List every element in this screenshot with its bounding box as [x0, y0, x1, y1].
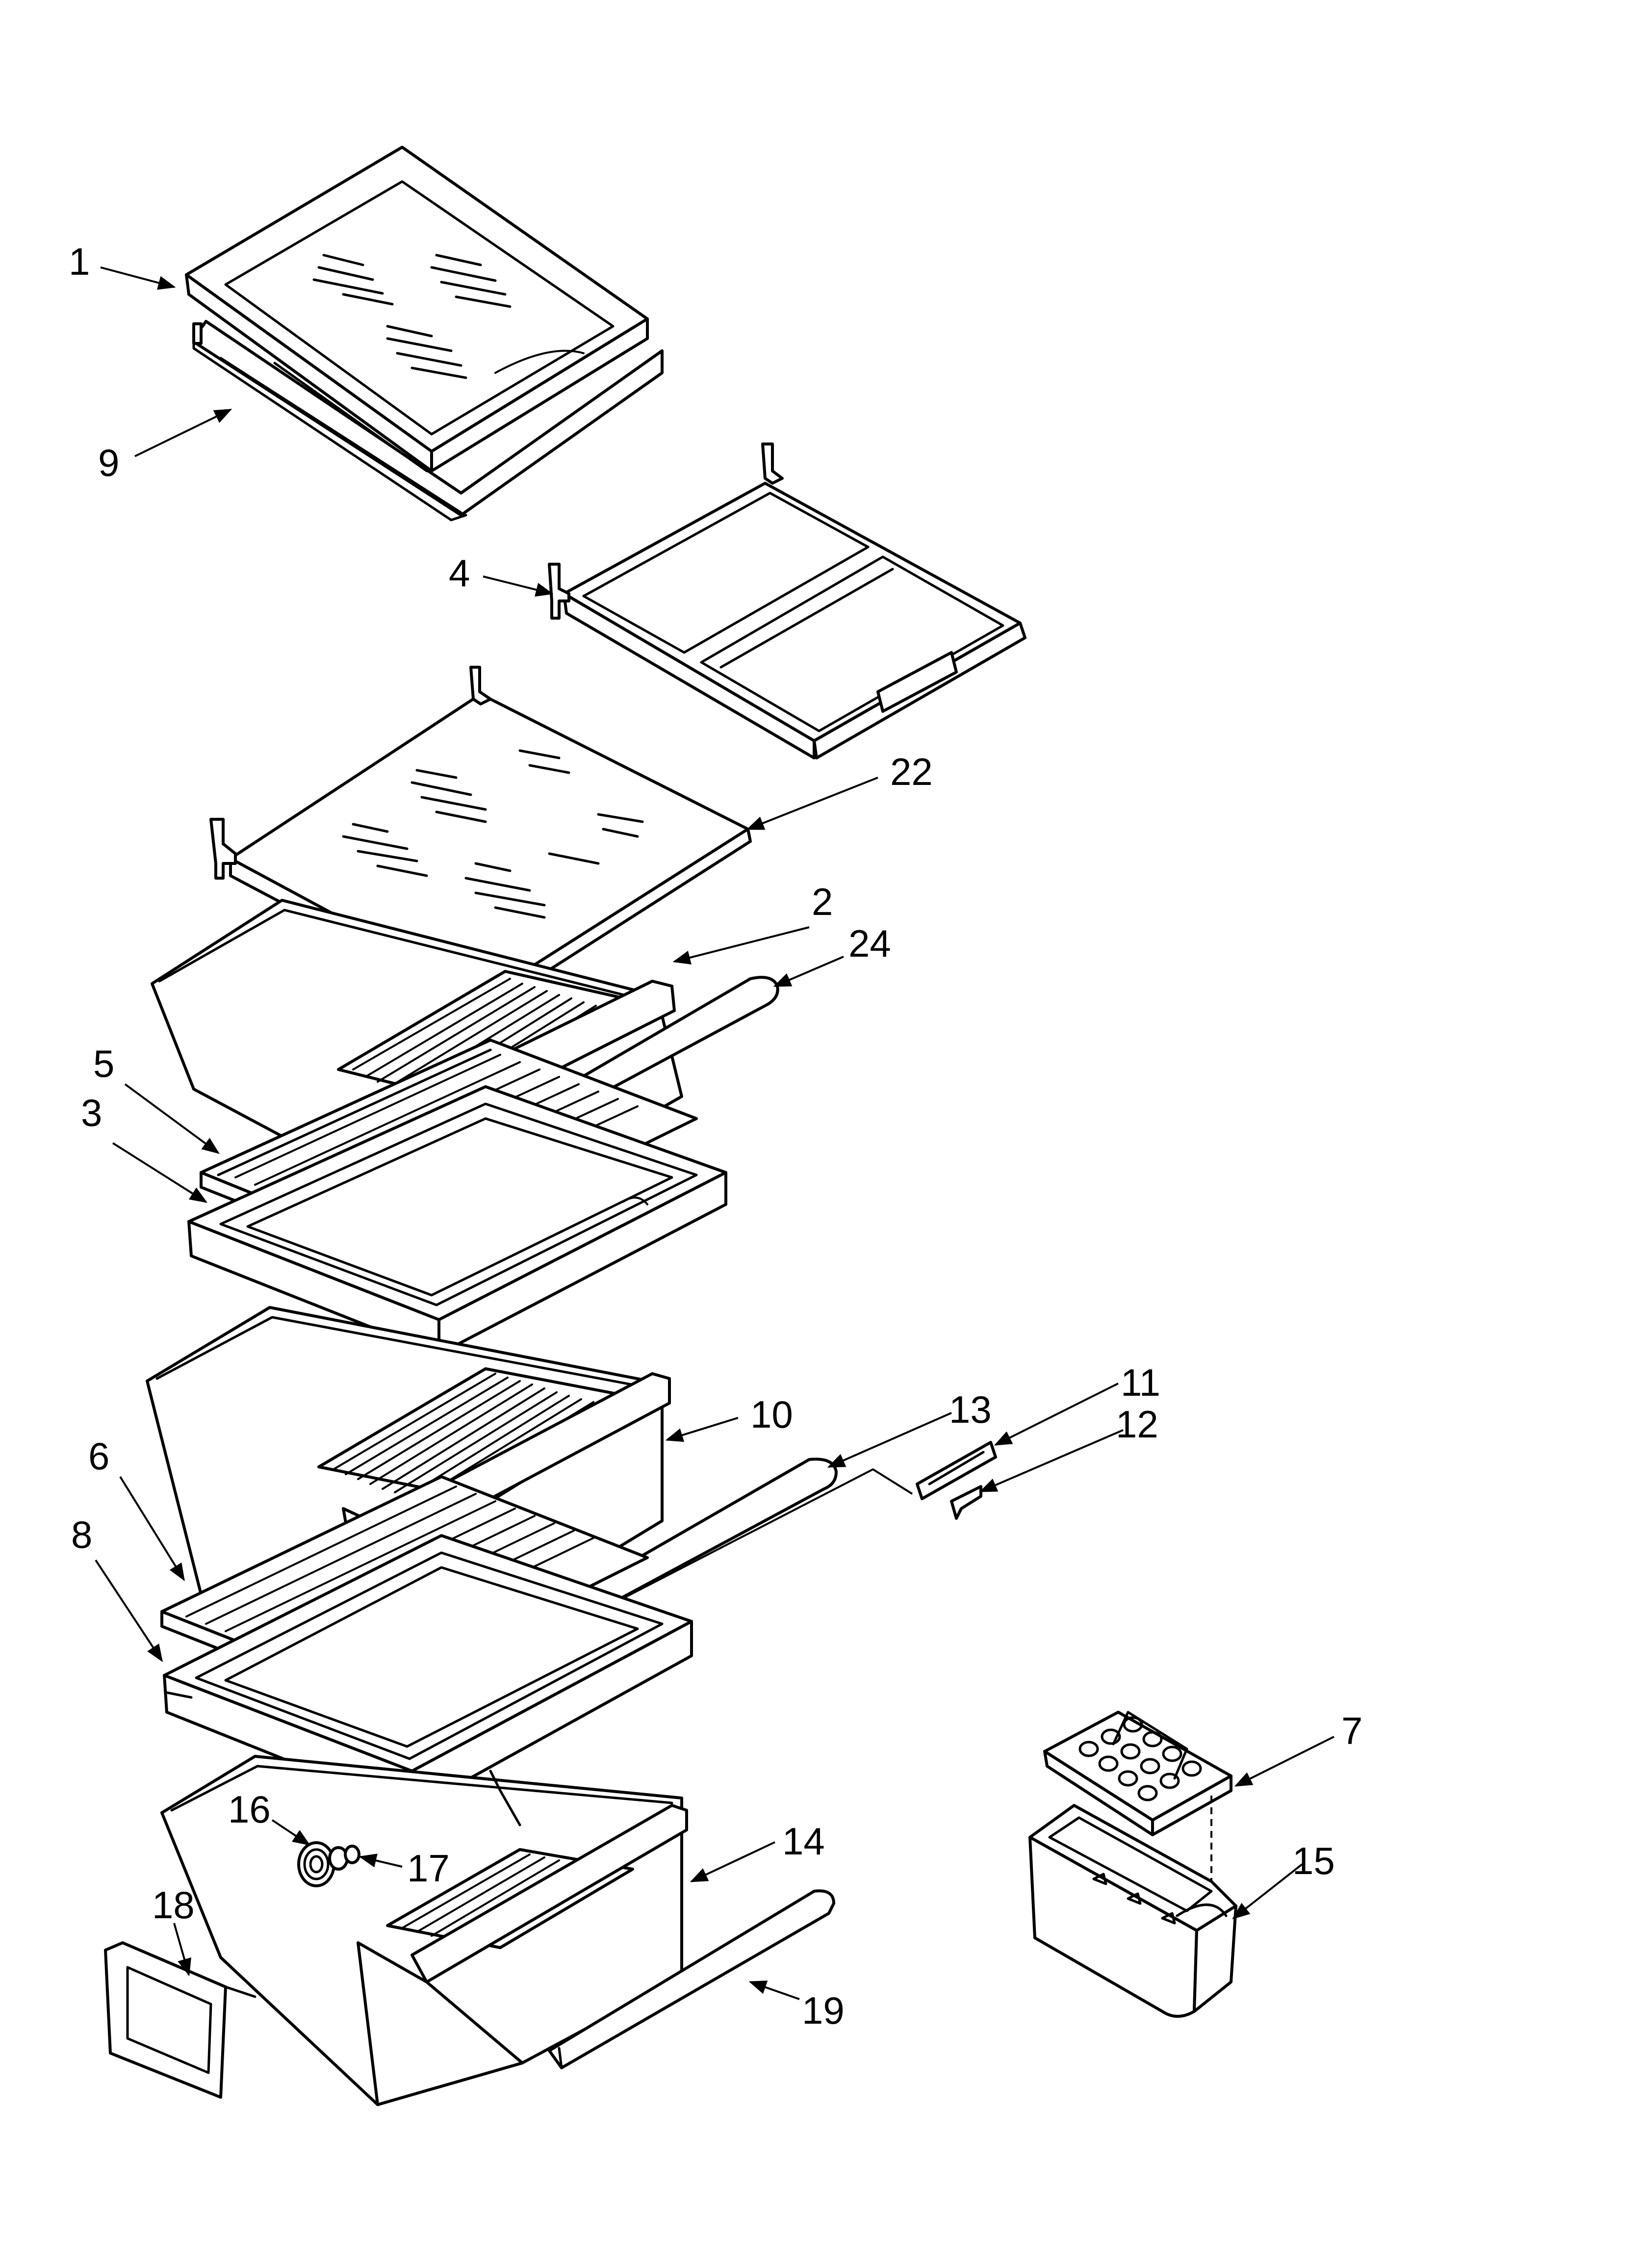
callout-6: 6	[88, 1434, 109, 1478]
part-19-trim-strip	[548, 1889, 835, 2069]
callout-12: 12	[1116, 1403, 1158, 1446]
callout-5: 5	[93, 1042, 114, 1085]
callout-leaders	[95, 266, 1334, 2000]
part-13-trim-strip	[548, 1458, 913, 1630]
callout-1: 1	[69, 240, 90, 283]
callout-3: 3	[81, 1091, 102, 1134]
part-15-bin	[1028, 1804, 1237, 2018]
callout-8: 8	[71, 1513, 92, 1556]
part-16-roller-wheel	[297, 1841, 335, 1887]
part-18-control-cover	[104, 1941, 257, 2099]
callout-11: 11	[1121, 1361, 1160, 1404]
callout-16: 16	[228, 1788, 271, 1831]
callout-24: 24	[848, 922, 891, 965]
part-11-badge	[916, 1441, 997, 1500]
callout-2: 2	[812, 880, 833, 923]
part-4-cover-frame	[548, 443, 1026, 759]
callout-9: 9	[98, 441, 119, 484]
part-9-shelf-frame	[192, 320, 664, 521]
callout-19: 19	[802, 1989, 845, 2032]
part-3-cover-frame	[187, 1085, 727, 1356]
callout-4: 4	[449, 551, 470, 595]
callout-10: 10	[750, 1393, 793, 1436]
callout-labels: 1 9 4 22 2 24 5 3 10 13 11 12 6 8 7 14 1…	[69, 240, 1362, 2032]
callout-14: 14	[782, 1820, 825, 1863]
callout-17: 17	[407, 1847, 450, 1890]
callout-13: 13	[949, 1388, 992, 1431]
callout-7: 7	[1341, 1709, 1362, 1752]
callout-15: 15	[1292, 1839, 1335, 1882]
callout-18: 18	[152, 1883, 195, 1927]
part-14-bottom-drawer	[160, 1755, 688, 2106]
callout-22: 22	[890, 750, 933, 793]
part-1-glass-shelf	[185, 146, 649, 472]
part-12-clip	[950, 1485, 982, 1520]
part-7-egg-tray	[1043, 1711, 1232, 1903]
